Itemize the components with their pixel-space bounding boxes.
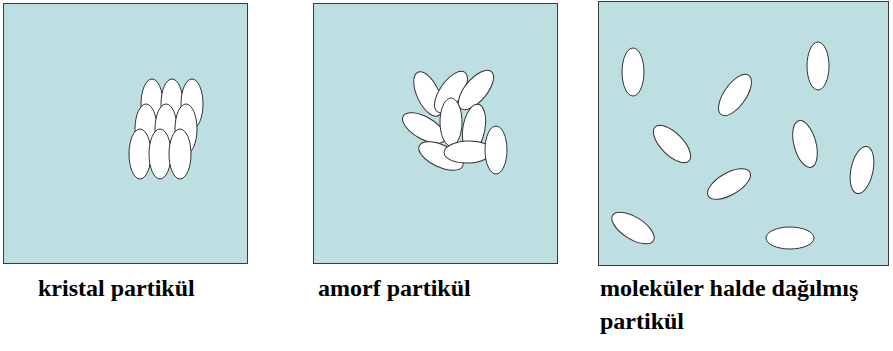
particle — [485, 126, 507, 174]
amorphous-particles — [398, 65, 507, 177]
particle — [440, 98, 462, 146]
panel-caption: kristal partikül — [38, 272, 250, 305]
particle — [129, 129, 151, 179]
particle-panel: moleküler halde dağılmış partikül — [598, 1, 889, 266]
particle — [647, 119, 696, 168]
particle — [788, 118, 822, 170]
particle — [703, 162, 756, 205]
particle — [846, 144, 877, 196]
particle-panel: kristal partikül — [3, 3, 248, 264]
panel-caption: moleküler halde dağılmış partikül — [600, 272, 862, 338]
panels — [4, 2, 889, 266]
crystal-panel — [4, 4, 248, 264]
crystal-particles — [129, 79, 203, 179]
molecular-panel — [599, 2, 889, 266]
particle — [607, 206, 659, 250]
particle — [149, 129, 171, 179]
particle — [169, 129, 191, 179]
particle-panel: amorf partikül — [313, 3, 558, 264]
particle — [712, 69, 758, 121]
particle — [807, 42, 829, 90]
particle — [622, 48, 644, 96]
panel-caption: amorf partikül — [318, 272, 558, 305]
particle — [766, 227, 814, 249]
amorphous-panel — [314, 4, 558, 264]
molecular-particles — [607, 42, 878, 250]
